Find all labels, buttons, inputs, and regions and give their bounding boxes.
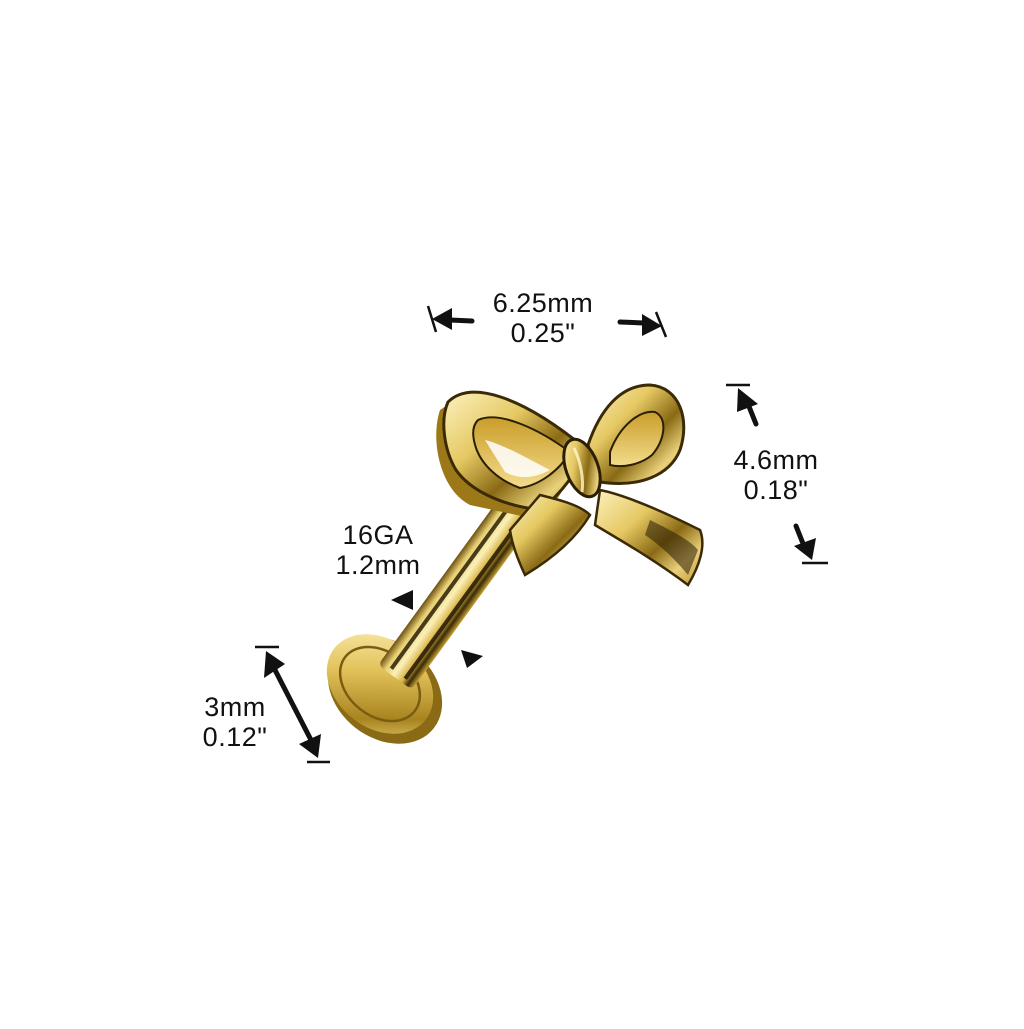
disc-diameter-metric: 3mm [204, 692, 266, 722]
top-width-label: 6.25mm 0.25" [468, 288, 618, 348]
top-height-label: 4.6mm 0.18" [716, 445, 836, 505]
disc-diameter-imperial: 0.12" [202, 722, 268, 752]
gauge-label: 16GA 1.2mm [318, 520, 438, 580]
top-height-metric: 4.6mm [733, 445, 819, 475]
post-shaft [380, 464, 558, 688]
gauge-metric: 1.2mm [335, 550, 421, 580]
width-dimension-arrows [426, 305, 668, 338]
top-height-imperial: 0.18" [743, 475, 809, 505]
labret-stud [326, 383, 704, 744]
gauge-value: 16GA [342, 520, 414, 550]
gauge-dimension-arrows [391, 590, 483, 668]
bow-top [436, 383, 704, 587]
top-width-imperial: 0.25" [510, 318, 576, 348]
height-dimension-arrows [726, 383, 828, 565]
disc-diameter-label: 3mm 0.12" [180, 692, 290, 752]
disc-dimension-arrows [255, 645, 330, 764]
top-width-metric: 6.25mm [492, 288, 594, 318]
